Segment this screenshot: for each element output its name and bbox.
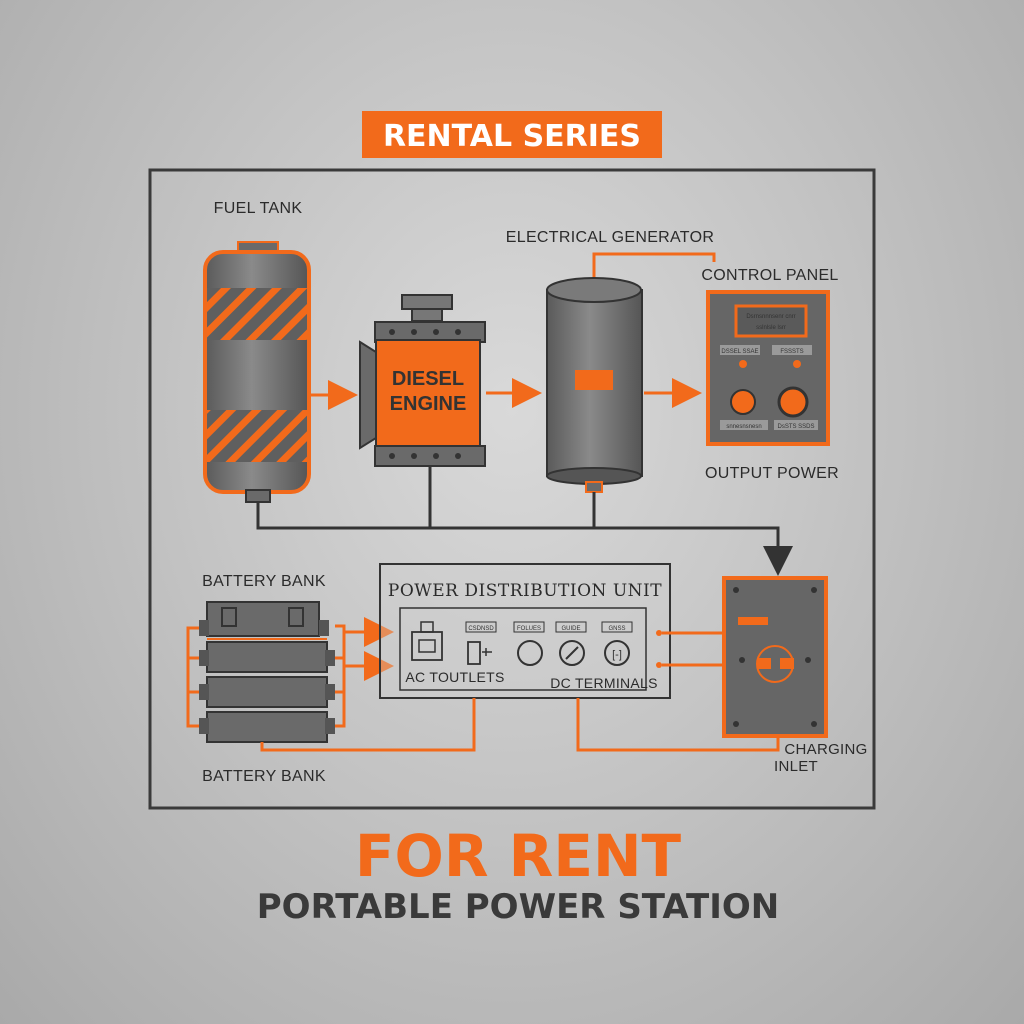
fuel-tank (203, 241, 311, 503)
pdu-dial-1[interactable] (517, 640, 543, 666)
panel-display-text: Dsrnsnnnsenr cnrr (746, 314, 795, 320)
dc-terminals-label: DC TERMINALS (550, 675, 658, 691)
control-panel-label: CONTROL PANEL (701, 267, 838, 284)
ac-outlet-icon[interactable] (411, 621, 443, 661)
portable-power-station-subtitle: PORTABLE POWER STATION (257, 887, 779, 927)
panel-foot-right: DsSTS SSDS (777, 424, 814, 430)
panel-display-text-2: sslnlsle lsrr (756, 325, 786, 331)
battery-bank-label-bottom: BATTERY BANK (202, 768, 326, 785)
charging-inlet-label-line1: CHARGING (784, 741, 867, 758)
control-panel: Dsrnsnnnsenr cnrr sslnlsle lsrr DSSEL SS… (706, 290, 830, 446)
for-rent-title: FOR RENT (355, 822, 682, 890)
battery-bank (186, 601, 346, 743)
battery-bank-label-top: BATTERY BANK (202, 573, 326, 590)
power-distribution-unit: POWER DISTRIBUTION UNIT CSDNSD FOLUES GU… (379, 563, 671, 699)
engine-label-line1: DIESEL (392, 368, 464, 390)
pdu-title: POWER DISTRIBUTION UNIT (388, 581, 662, 601)
diesel-engine: DIESEL ENGINE (359, 294, 486, 467)
diagram-frame (148, 168, 876, 810)
svg-text:[-]: [-] (612, 649, 622, 661)
pdu-small-label-2: FOLUES (517, 626, 541, 632)
panel-knob-left[interactable] (730, 389, 756, 415)
fuel-tank-label: FUEL TANK (214, 200, 303, 217)
pdu-gauge-icon[interactable] (559, 640, 585, 666)
generator-label: ELECTRICAL GENERATOR (506, 229, 714, 246)
panel-label-right: FSSSTS (780, 349, 803, 355)
badge-text: RENTAL SERIES (383, 119, 641, 154)
pdu-small-label-4: GNSS (608, 626, 625, 632)
panel-foot-left: snnesnsnesn (726, 424, 761, 430)
charging-inlet-label-line2: INLET (774, 758, 818, 775)
pdu-small-label-3: GUIDE (561, 626, 580, 632)
electrical-generator (546, 277, 643, 493)
charging-inlet[interactable] (722, 576, 828, 738)
pdu-small-label-1: CSDNSD (468, 626, 494, 632)
rental-series-badge: RENTAL SERIES (362, 111, 662, 158)
pdu-switch-icon[interactable]: [-] (604, 640, 630, 666)
plug-icon[interactable] (467, 641, 492, 665)
output-power-label: OUTPUT POWER (705, 465, 839, 482)
panel-label-left: DSSEL SSAE (721, 349, 758, 355)
panel-knob-right[interactable] (777, 386, 809, 418)
ac-outlets-label: AC TOUTLETS (405, 669, 504, 685)
engine-label-line2: ENGINE (390, 393, 467, 415)
